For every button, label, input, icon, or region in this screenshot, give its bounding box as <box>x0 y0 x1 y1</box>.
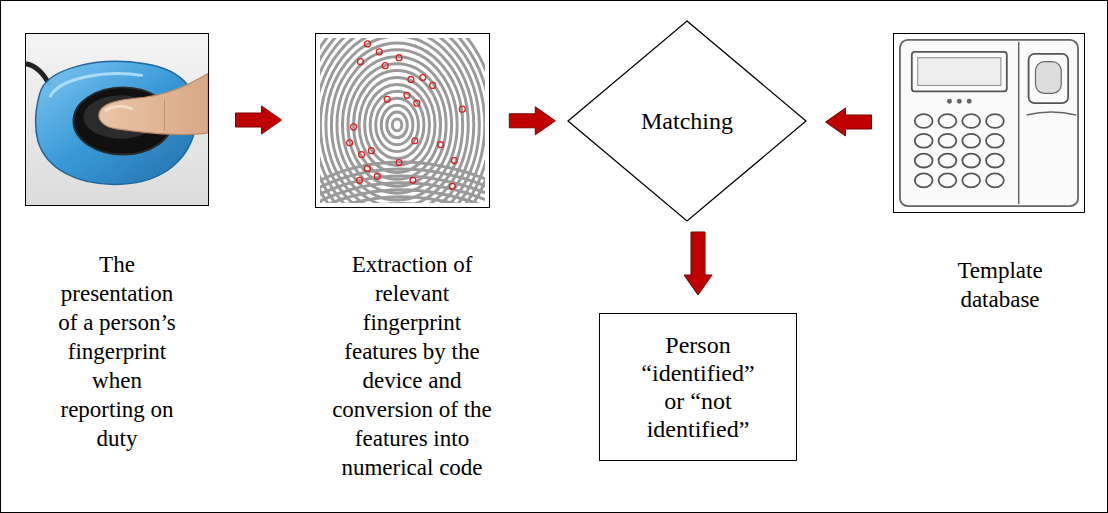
caption-text: Template database <box>935 256 1065 314</box>
device-image: Template database <box>893 33 1085 213</box>
caption-text: The presentation of a person’s fingerpri… <box>51 250 183 453</box>
result-box: Person “identified” or “not identified” <box>599 313 797 461</box>
decision-diamond: Matching <box>567 20 807 222</box>
scanner-photo-art <box>26 34 208 205</box>
fingerprint-image-art <box>316 34 489 207</box>
fingerprint-image: Extraction of relevant fingerprint featu… <box>315 33 490 208</box>
device-image-art <box>894 34 1084 212</box>
block-arrow <box>684 232 712 295</box>
decision-label: Matching <box>641 107 733 135</box>
scanner-photo: The presentation of a person’s fingerpri… <box>25 33 209 206</box>
block-arrow <box>236 106 282 134</box>
block-arrow <box>826 108 872 136</box>
caption-text: Extraction of relevant fingerprint featu… <box>325 250 499 482</box>
block-arrow <box>509 107 555 135</box>
result-label: Person “identified” or “not identified” <box>638 331 758 443</box>
